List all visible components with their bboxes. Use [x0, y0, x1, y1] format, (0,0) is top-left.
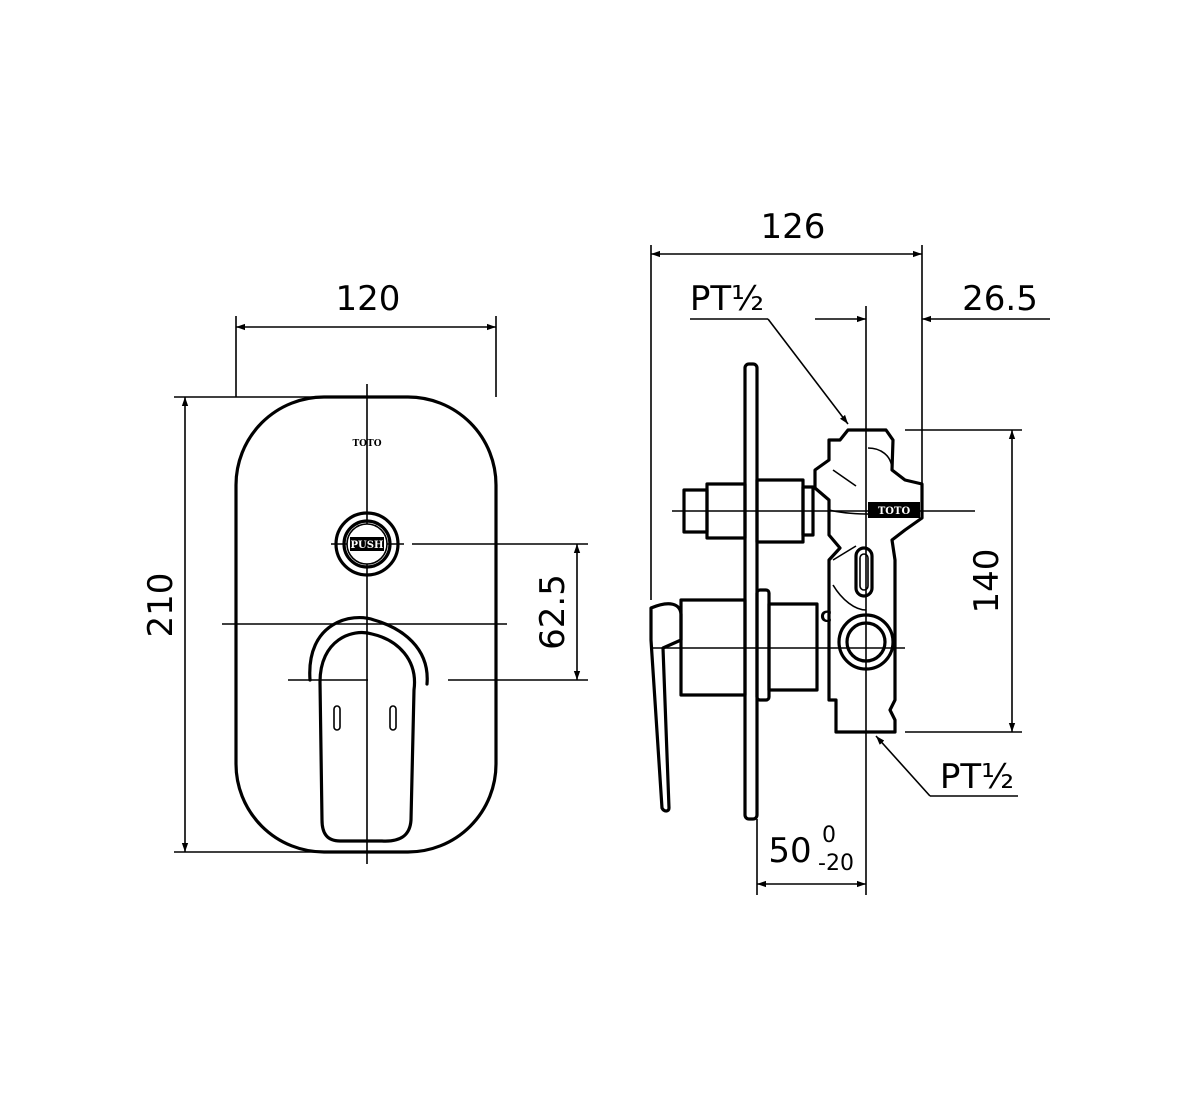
dimension-outlet-offset: 26.5 — [815, 279, 1050, 323]
mixer-lever-handle — [308, 616, 429, 843]
tolerance-upper-label: 0 — [822, 823, 836, 848]
tolerance-lower-label: -20 — [818, 851, 854, 876]
valve-body: TOTO C — [813, 428, 924, 734]
dimension-outlet-offset-label: 26.5 — [962, 279, 1038, 319]
cold-marker: C — [820, 607, 832, 626]
push-button-label: PUSH — [351, 540, 384, 551]
valve-body-logo: TOTO — [878, 506, 911, 517]
dimension-wall-depth-label: 50 — [768, 831, 811, 871]
dimension-height: 210 — [141, 396, 367, 853]
dimension-offset: 62.5 — [533, 544, 581, 680]
dimension-height-label: 210 — [141, 573, 181, 638]
callout-top-thread: PT½ — [690, 279, 849, 425]
dimension-offset-label: 62.5 — [533, 574, 573, 650]
side-lever-handle — [649, 588, 819, 813]
diverter-push-button: PUSH — [334, 511, 400, 577]
bottom-thread-label: PT½ — [940, 757, 1014, 797]
front-view: TOTO PUSH 120 2 — [141, 279, 588, 864]
faceplate-logo: TOTO — [352, 439, 381, 449]
dimension-inlet-spacing-label: 140 — [967, 549, 1007, 614]
callout-bottom-thread: PT½ — [875, 735, 1018, 797]
side-faceplate — [743, 362, 759, 821]
dimension-depth: 126 — [650, 207, 923, 600]
dimension-width-label: 120 — [336, 279, 401, 319]
dimension-width: 120 — [235, 279, 497, 397]
dimension-wall-depth: 50 0 -20 — [756, 819, 866, 895]
dimension-depth-label: 126 — [761, 207, 826, 247]
side-view: TOTO C 126 26.5 PT½ — [649, 207, 1050, 895]
dimension-inlet-spacing: 140 — [905, 429, 1022, 733]
top-thread-label: PT½ — [690, 279, 764, 319]
